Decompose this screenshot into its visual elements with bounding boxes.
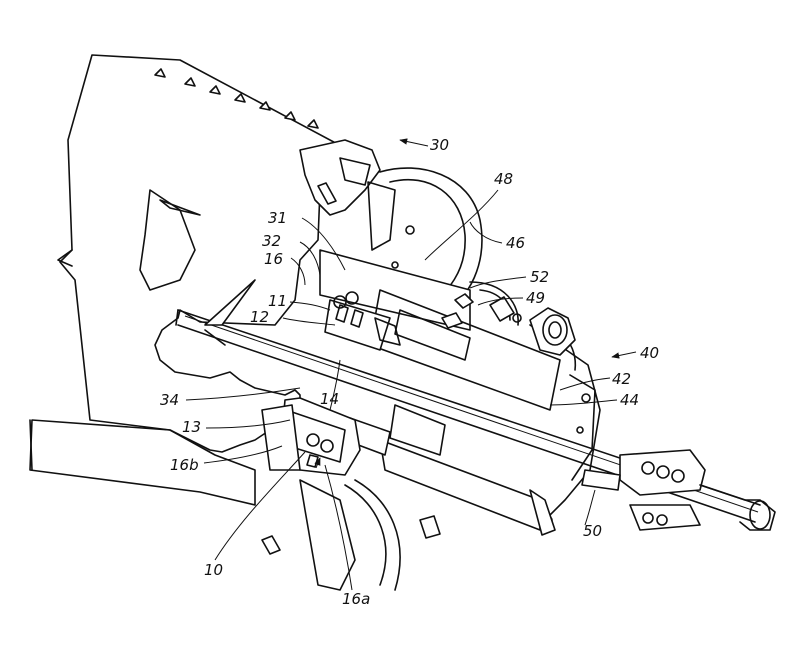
label-11: 11 — [268, 292, 287, 310]
housing-fins — [154, 68, 319, 129]
reference-labels: 30 48 46 31 32 16 52 49 11 12 40 42 44 3… — [160, 136, 659, 608]
label-42: 42 — [612, 370, 631, 388]
label-34: 34 — [160, 391, 179, 409]
label-40: 40 — [640, 344, 659, 362]
label-32: 32 — [262, 232, 281, 250]
label-13: 13 — [182, 418, 201, 436]
label-16b: 16b — [170, 456, 199, 474]
label-10: 10 — [204, 561, 223, 579]
label-44: 44 — [620, 391, 639, 409]
bearing-block-lower — [261, 397, 441, 591]
label-50: 50 — [583, 522, 602, 540]
label-49: 49 — [526, 289, 545, 307]
tool-end — [581, 449, 776, 531]
label-14: 14 — [320, 390, 339, 408]
label-31: 31 — [268, 209, 287, 227]
label-12: 12 — [250, 308, 269, 326]
housing-upper — [57, 54, 346, 453]
housing-lower — [29, 419, 256, 506]
label-30: 30 — [430, 136, 449, 154]
label-52: 52 — [530, 268, 549, 286]
break-line — [57, 249, 73, 267]
label-48: 48 — [494, 170, 513, 188]
leader-lines — [185, 138, 637, 591]
label-16: 16 — [264, 250, 283, 268]
label-16a: 16a — [342, 590, 370, 608]
label-46: 46 — [506, 234, 525, 252]
